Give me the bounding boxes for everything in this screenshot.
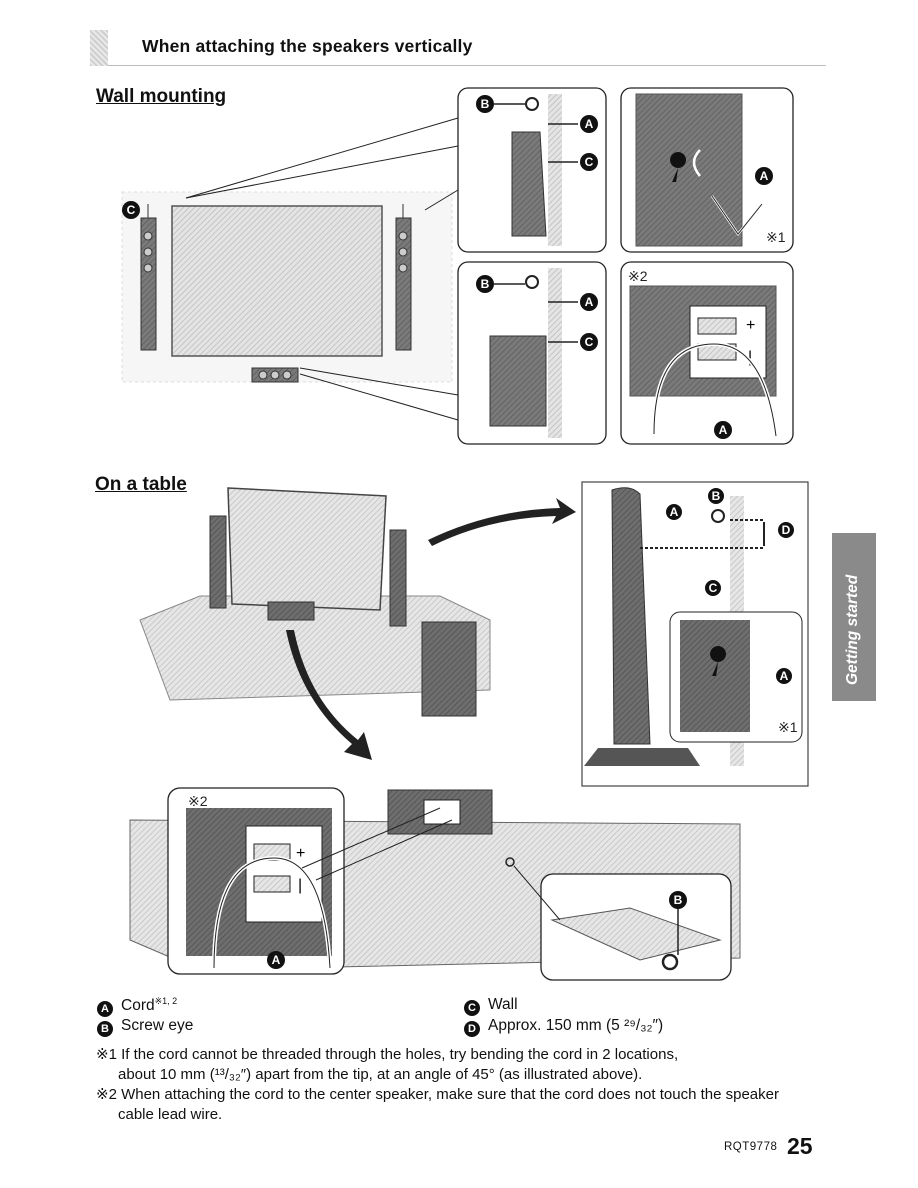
marker-a-box4 [714,421,732,439]
marker-a-box1 [580,115,598,133]
svg-text:A: A [780,669,789,683]
legend-item-b: B Screw eye [97,1017,193,1037]
legend-marker-a: A [97,1001,113,1018]
footnote-1: ※1 If the cord cannot be threaded throug… [96,1045,836,1085]
svg-text:A: A [670,505,679,519]
svg-text:B: B [712,489,721,503]
marker-c-tower [705,580,721,596]
header-rule [108,65,826,66]
marker-b-box3 [476,275,494,293]
svg-text:|: | [298,877,302,894]
svg-text:A: A [585,295,594,309]
svg-text:C: C [585,155,594,169]
marker-a-box2 [755,167,773,185]
marker-b-box1 [476,95,494,113]
svg-text:C: C [127,203,136,217]
subwoofer [421,621,477,717]
marker-d-tower [778,522,794,538]
arrow-down [286,630,372,760]
footnote-2-line2: cable lead wire. [118,1106,223,1123]
svg-text:A: A [585,117,594,131]
wall-mounting-illustration: + | [121,87,794,445]
header-tab-marker [90,30,108,66]
marker-a-center [267,951,285,969]
marker-c-left [122,201,140,219]
svg-text:A: A [719,423,728,437]
legend-item-d: D Approx. 150 mm (5 ²⁹/₃₂″) [464,1017,663,1037]
note-ref-1: ※1 [766,229,786,245]
footnote-1-line1: ※1 If the cord cannot be threaded throug… [96,1046,679,1063]
svg-text:C: C [585,335,594,349]
marker-a-inset [776,668,792,684]
svg-text:D: D [782,523,791,537]
svg-text:+: + [296,845,305,862]
tv-on-stand [227,487,387,611]
legend-d-text: Approx. 150 mm (5 ²⁹/₃₂″) [488,1017,664,1034]
heading-on-a-table: On a table [95,474,187,495]
legend-c-text: Wall [488,996,518,1013]
table-illustration: + | [129,481,809,981]
page-title: When attaching the speakers vertically [142,36,473,56]
side-tab: Getting started [832,533,876,701]
legend-a-sup: ※1, 2 [154,996,178,1006]
note-ref-2: ※2 [628,268,648,284]
marker-b-screw [669,891,687,909]
svg-text:B: B [481,97,490,111]
svg-text:+: + [746,317,755,334]
svg-text:B: B [481,277,490,291]
wall-mounting-labels: C B A C A B A C A ※1 ※2 [122,95,786,439]
side-tab-label: Getting started [844,574,861,685]
legend-b-text: Screw eye [121,1017,194,1034]
arrow-to-detail [428,498,576,546]
heading-wall-mounting: Wall mounting [96,86,227,107]
legend-a-text: Cord [121,997,155,1015]
footnote-2: ※2 When attaching the cord to the center… [96,1085,836,1125]
table-illustration-labels: B A D C A A B ※1 ※2 [188,488,798,969]
svg-text:C: C [709,581,718,595]
note-ref-2-center: ※2 [188,793,208,809]
svg-text:|: | [748,349,752,366]
marker-a-box3 [580,293,598,311]
document-code: RQT9778 [724,1141,778,1153]
footnote-2-line1: ※2 When attaching the cord to the center… [96,1086,779,1103]
marker-b-tower [708,488,724,504]
section-header: When attaching the speakers vertically [90,30,826,66]
marker-a-tower [666,504,682,520]
legend-item-a: A Cord※1, 2 [97,996,178,1018]
legend-marker-b: B [97,1021,113,1037]
marker-c-box3 [580,333,598,351]
note-ref-1-tower: ※1 [778,719,798,735]
legend-marker-d: D [464,1021,480,1037]
svg-text:B: B [674,893,683,907]
legend-item-c: C Wall [464,996,518,1016]
svg-text:A: A [272,953,281,967]
footnote-1-line2: about 10 mm (¹³/₃₂″) apart from the tip,… [118,1066,643,1083]
left-tower-speaker [209,515,227,609]
right-tower-speaker [389,529,407,627]
page-number: 25 [787,1133,813,1159]
svg-text:A: A [760,169,769,183]
marker-c-box1 [580,153,598,171]
legend-marker-c: C [464,1000,480,1016]
tv-screen [171,205,383,357]
